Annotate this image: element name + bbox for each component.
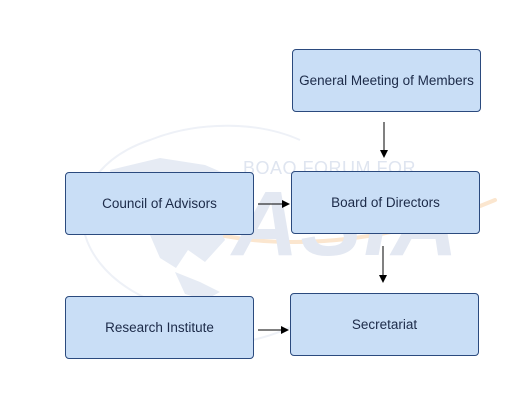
node-board-of-directors: Board of Directors [291, 171, 480, 234]
node-secretariat: Secretariat [290, 293, 479, 356]
node-general-meeting: General Meeting of Members [292, 49, 481, 112]
node-board-of-directors-label: Board of Directors [331, 195, 440, 210]
node-general-meeting-label: General Meeting of Members [299, 73, 474, 88]
node-research-institute: Research Institute [65, 296, 254, 359]
node-research-institute-label: Research Institute [105, 320, 214, 335]
node-secretariat-label: Secretariat [351, 317, 418, 332]
node-council-of-advisors: Council of Advisors [65, 172, 254, 235]
node-council-of-advisors-label: Council of Advisors [102, 196, 217, 211]
